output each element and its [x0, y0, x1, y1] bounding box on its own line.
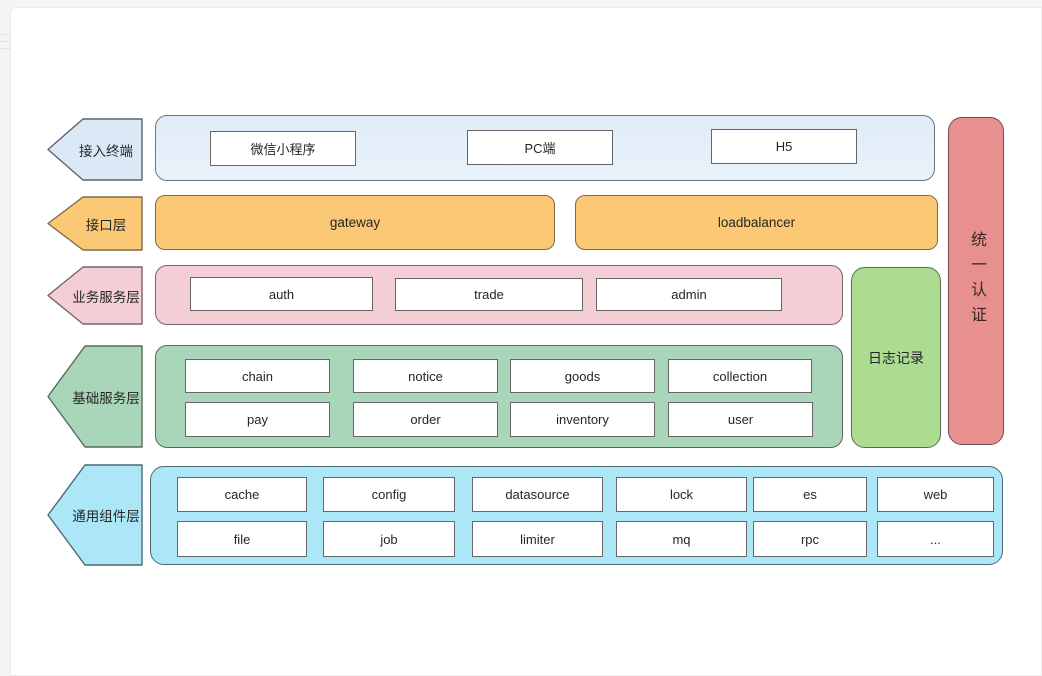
layer-label: 基础服务层: [72, 390, 140, 406]
node-pc-client: PC端: [467, 130, 613, 165]
node-cache: cache: [177, 477, 307, 512]
layer-arrow-business-service: 业务服务层: [47, 266, 143, 325]
node-config: config: [323, 477, 455, 512]
node-order: order: [353, 402, 498, 437]
node-user: user: [668, 402, 813, 437]
layer-arrow-access-terminal: 接入终端: [47, 118, 143, 181]
sidebar-unified-auth: 统一认证: [948, 117, 1004, 445]
left-arrow-icon: [47, 464, 143, 566]
layer-label: 业务服务层: [72, 289, 140, 305]
node-wechat-mini-program: 微信小程序: [210, 131, 356, 166]
sidebar-unified-auth-label: 统一认证: [968, 231, 985, 331]
layer-label: 接口层: [85, 217, 127, 233]
sidebar-log-label: 日志记录: [868, 349, 924, 366]
node-rpc: rpc: [753, 521, 867, 557]
node-notice: notice: [353, 359, 498, 393]
node-mq: mq: [616, 521, 747, 557]
node-more: ...: [877, 521, 994, 557]
node-collection: collection: [668, 359, 812, 393]
node-h5: H5: [711, 129, 857, 164]
window-top-strip: [0, 0, 1042, 7]
node-es: es: [753, 477, 867, 512]
node-trade: trade: [395, 278, 583, 311]
node-gateway: gateway: [155, 195, 555, 250]
left-arrow-icon: [47, 345, 143, 448]
sidebar-log-record: 日志记录: [851, 267, 941, 448]
node-chain: chain: [185, 359, 330, 393]
node-web: web: [877, 477, 994, 512]
page-stack-lines: [0, 34, 10, 56]
node-goods: goods: [510, 359, 655, 393]
node-lock: lock: [616, 477, 747, 512]
layer-arrow-common-component: 通用组件层: [47, 464, 143, 566]
layer-arrow-interface: 接口层: [47, 196, 143, 251]
left-arrow-icon: [47, 196, 143, 251]
node-inventory: inventory: [510, 402, 655, 437]
layer-label: 通用组件层: [72, 509, 140, 524]
window-left-strip: [0, 7, 10, 676]
node-file: file: [177, 521, 307, 557]
left-arrow-icon: [47, 118, 143, 181]
node-admin: admin: [596, 278, 782, 311]
node-limiter: limiter: [472, 521, 603, 557]
node-loadbalancer: loadbalancer: [575, 195, 938, 250]
node-pay: pay: [185, 402, 330, 437]
layer-label: 接入终端: [79, 143, 133, 159]
node-datasource: datasource: [472, 477, 603, 512]
left-arrow-icon: [47, 266, 143, 325]
layer-arrow-base-service: 基础服务层: [47, 345, 143, 448]
node-auth: auth: [190, 277, 373, 311]
node-job: job: [323, 521, 455, 557]
